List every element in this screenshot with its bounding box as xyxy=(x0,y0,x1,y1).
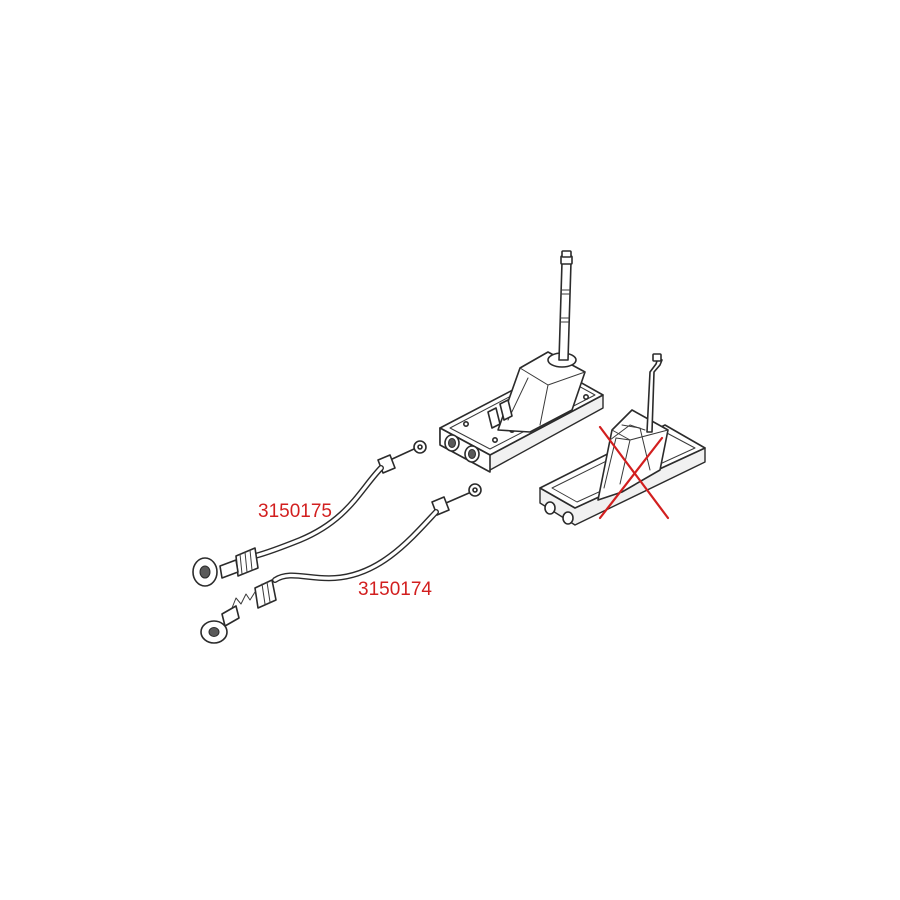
shift-lever-rod xyxy=(558,261,572,361)
cable-3150175 xyxy=(192,440,427,587)
cable-3150174 xyxy=(200,483,482,644)
obsolete-gate-tower xyxy=(597,409,669,501)
obsolete-shift-lever xyxy=(646,357,663,433)
obsolete-x-mark xyxy=(598,425,670,520)
part-number-label-3150174: 3150174 xyxy=(358,579,432,600)
obsolete-shifter-assembly xyxy=(539,353,706,526)
part-number-label-3150175: 3150175 xyxy=(258,501,332,522)
cable-bellows-lower xyxy=(254,579,277,609)
new-shifter-assembly xyxy=(439,250,604,473)
